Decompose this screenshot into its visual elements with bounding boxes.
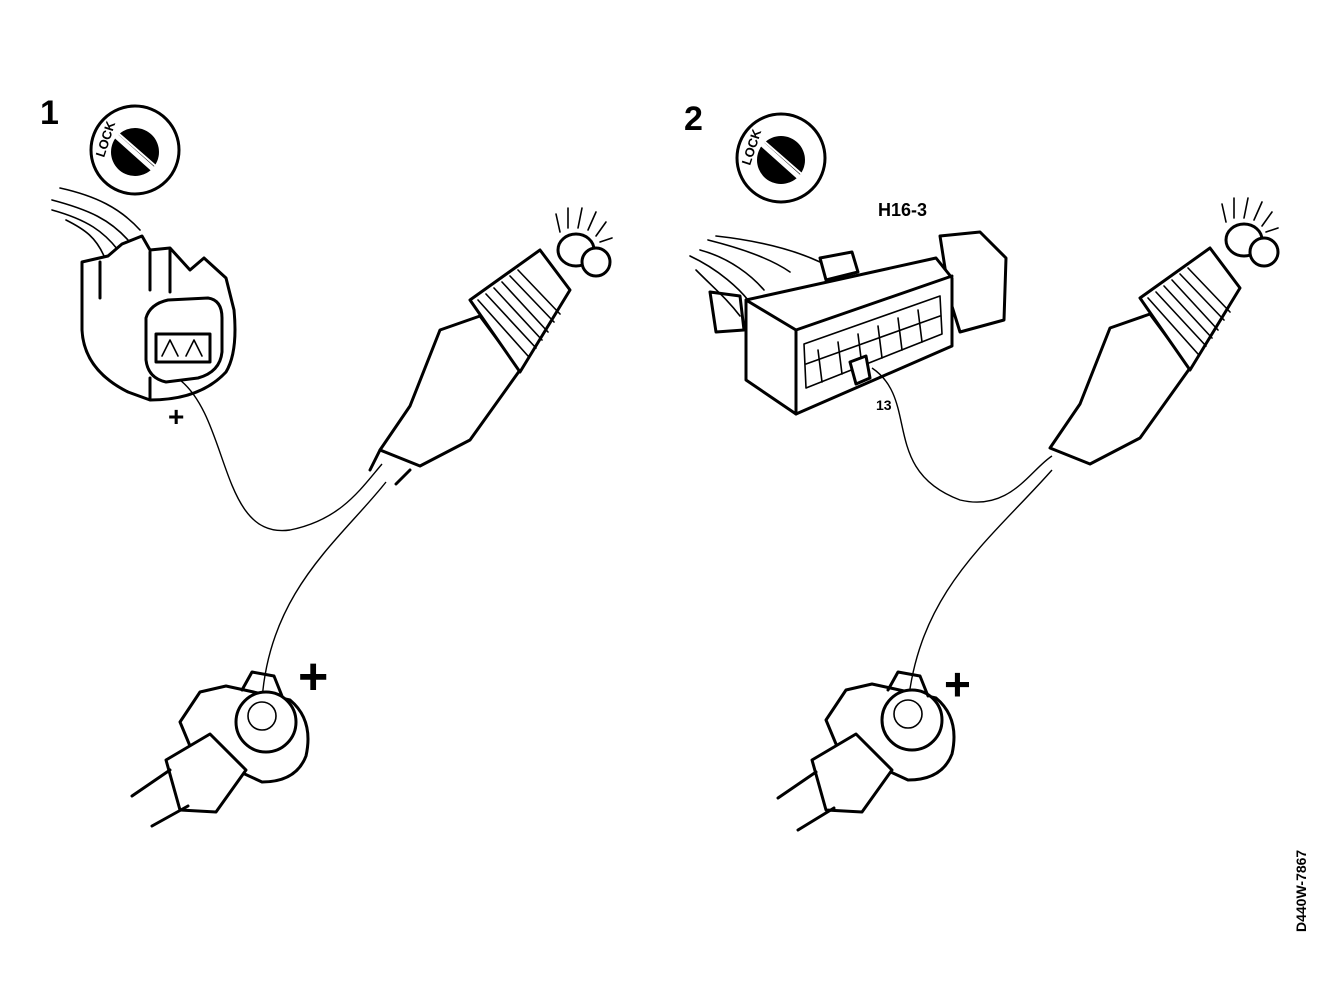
connector-polarity-sign: + [168, 401, 184, 432]
test-light-wire-4 [907, 469, 1053, 705]
test-light-wire-3 [871, 367, 1053, 503]
battery-positive-sign-2: + [944, 658, 971, 710]
battery-terminal-icon [130, 670, 310, 828]
panel-2: 2 LOCK H16-3 [684, 100, 1280, 832]
panel-number-1: 1 [40, 94, 59, 132]
test-light-icon-2 [1048, 197, 1280, 466]
harness-wires-2 [689, 235, 821, 317]
panel-1: 1 LOCK + [40, 94, 613, 828]
test-light-wire-1 [179, 379, 383, 532]
test-light-wire-2 [261, 481, 387, 701]
figure-code: D440W-7867 [1293, 850, 1309, 932]
connector-label: H16-3 [878, 200, 927, 220]
sensor-connector-icon [80, 234, 237, 402]
ignition-lock-icon-2: LOCK [735, 112, 827, 204]
harness-wires [51, 187, 141, 257]
ignition-lock-icon: LOCK [89, 104, 181, 196]
pin-label: 13 [876, 397, 892, 413]
h16-connector-icon [708, 230, 1008, 416]
test-light-icon [368, 207, 613, 486]
battery-terminal-icon-2 [776, 670, 956, 832]
battery-positive-sign: + [298, 648, 328, 706]
panel-number-2: 2 [684, 100, 703, 138]
